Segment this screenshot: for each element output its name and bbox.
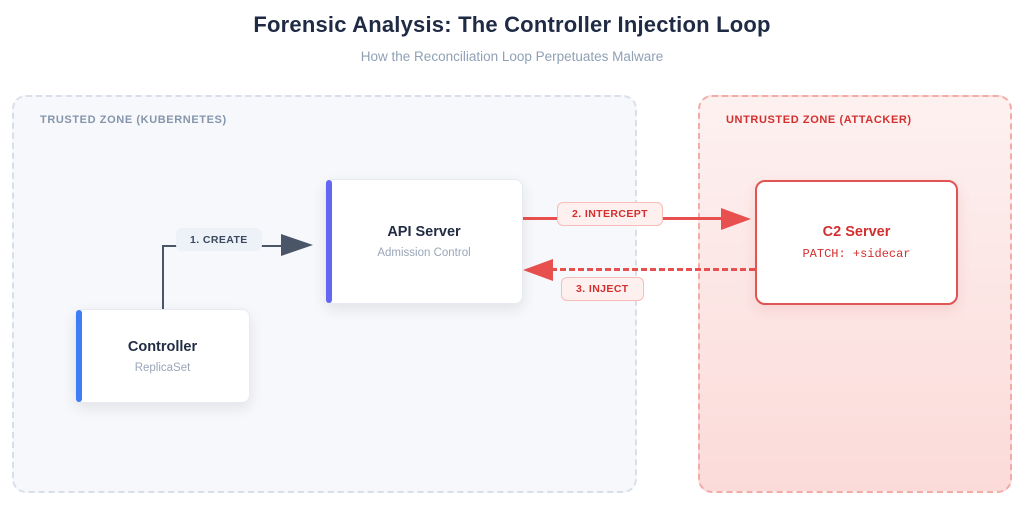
diagram-subtitle: How the Reconciliation Loop Perpetuates … (360, 49, 664, 64)
diagram-title: Forensic Analysis: The Controller Inject… (253, 12, 771, 37)
controller-accent-bar (76, 310, 82, 402)
controller-node: Controller ReplicaSet (75, 309, 250, 403)
untrusted-zone: UNTRUSTED ZONE (ATTACKER) (698, 95, 1012, 493)
c2-server-node-subtitle: PATCH: +sidecar (802, 247, 911, 261)
inject-edge-line (551, 268, 755, 271)
intercept-arrowhead-icon (721, 208, 751, 230)
api-server-node-subtitle: Admission Control (377, 247, 471, 259)
c2-server-node: C2 Server PATCH: +sidecar (755, 180, 958, 305)
inject-arrowhead-icon (523, 259, 553, 281)
create-edge-vertical-line (162, 246, 164, 309)
controller-node-subtitle: ReplicaSet (134, 361, 191, 374)
inject-edge-label: 3. INJECT (561, 277, 644, 301)
api-server-node-title: API Server (387, 224, 461, 240)
trusted-zone: TRUSTED ZONE (KUBERNETES) (12, 95, 637, 493)
intercept-edge-label: 2. INTERCEPT (557, 202, 663, 226)
create-edge-label: 1. CREATE (176, 228, 262, 251)
controller-node-title: Controller (127, 338, 198, 355)
c2-server-node-title: C2 Server (822, 224, 891, 240)
api-server-node: API Server Admission Control (325, 179, 523, 304)
create-arrowhead-icon (281, 234, 313, 256)
trusted-zone-label: TRUSTED ZONE (KUBERNETES) (40, 114, 227, 126)
api-server-accent-bar (326, 180, 332, 303)
untrusted-zone-label: UNTRUSTED ZONE (ATTACKER) (726, 114, 912, 126)
